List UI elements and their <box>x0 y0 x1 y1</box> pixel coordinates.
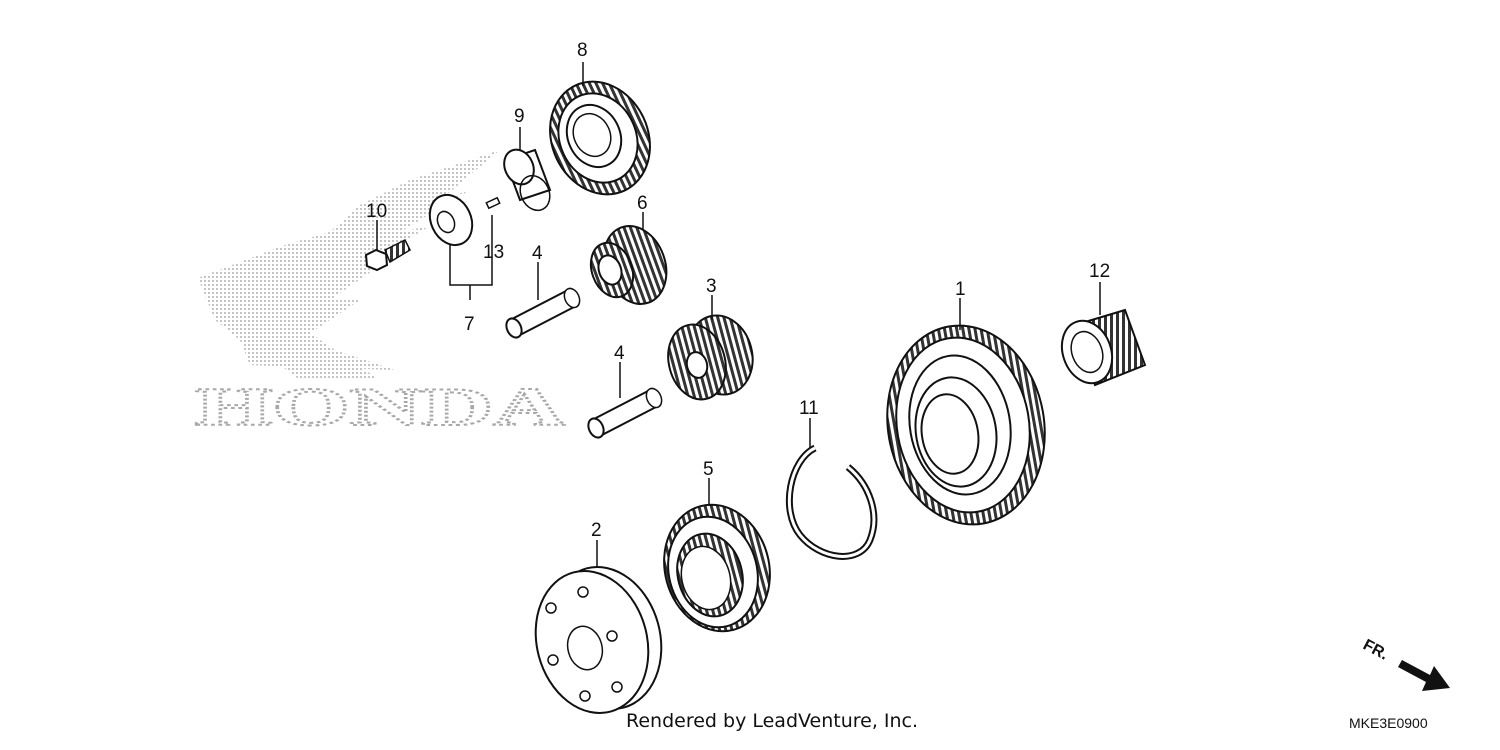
callout-4-upper: 4 <box>532 243 543 264</box>
callout-2: 2 <box>591 520 602 541</box>
part-4-shaft-upper <box>505 287 581 339</box>
callout-11: 11 <box>799 398 819 419</box>
callout-12: 12 <box>1089 261 1110 282</box>
front-direction-arrow-icon: FR. <box>1360 637 1450 691</box>
callout-9: 9 <box>514 106 525 127</box>
part-1-gear <box>886 324 1046 526</box>
honda-wing-logo-icon <box>198 150 500 380</box>
part-2-clutch-outer <box>534 566 663 714</box>
callout-4-lower: 4 <box>614 343 625 364</box>
callout-1: 1 <box>955 279 966 300</box>
part-5-one-way-clutch <box>663 503 771 633</box>
callout-3: 3 <box>706 276 717 297</box>
part-8-gear <box>549 80 651 196</box>
part-11-snap-ring <box>785 444 878 560</box>
callout-6: 6 <box>637 193 648 214</box>
leader-7-bracket <box>449 215 493 286</box>
part-12-bearing <box>1060 308 1147 387</box>
callout-10: 10 <box>366 201 387 222</box>
front-arrow-label: FR. <box>1360 637 1391 664</box>
part-6-gear <box>589 225 668 305</box>
part-13-pin <box>485 196 501 210</box>
callout-13: 13 <box>483 242 504 263</box>
callout-5: 5 <box>703 459 714 480</box>
footer-credit: Rendered by LeadVenture, Inc. <box>626 710 919 732</box>
part-9-bushing <box>503 148 552 212</box>
honda-watermark-text: HONDA <box>195 377 565 437</box>
part-7-washer <box>428 193 474 247</box>
diagram-code: MKE3E0900 <box>1349 715 1428 731</box>
part-10-bolt <box>364 238 411 272</box>
callout-7: 7 <box>464 314 475 335</box>
callout-8: 8 <box>577 40 588 61</box>
part-3-gear <box>667 314 754 401</box>
part-4-shaft-lower <box>587 387 663 439</box>
